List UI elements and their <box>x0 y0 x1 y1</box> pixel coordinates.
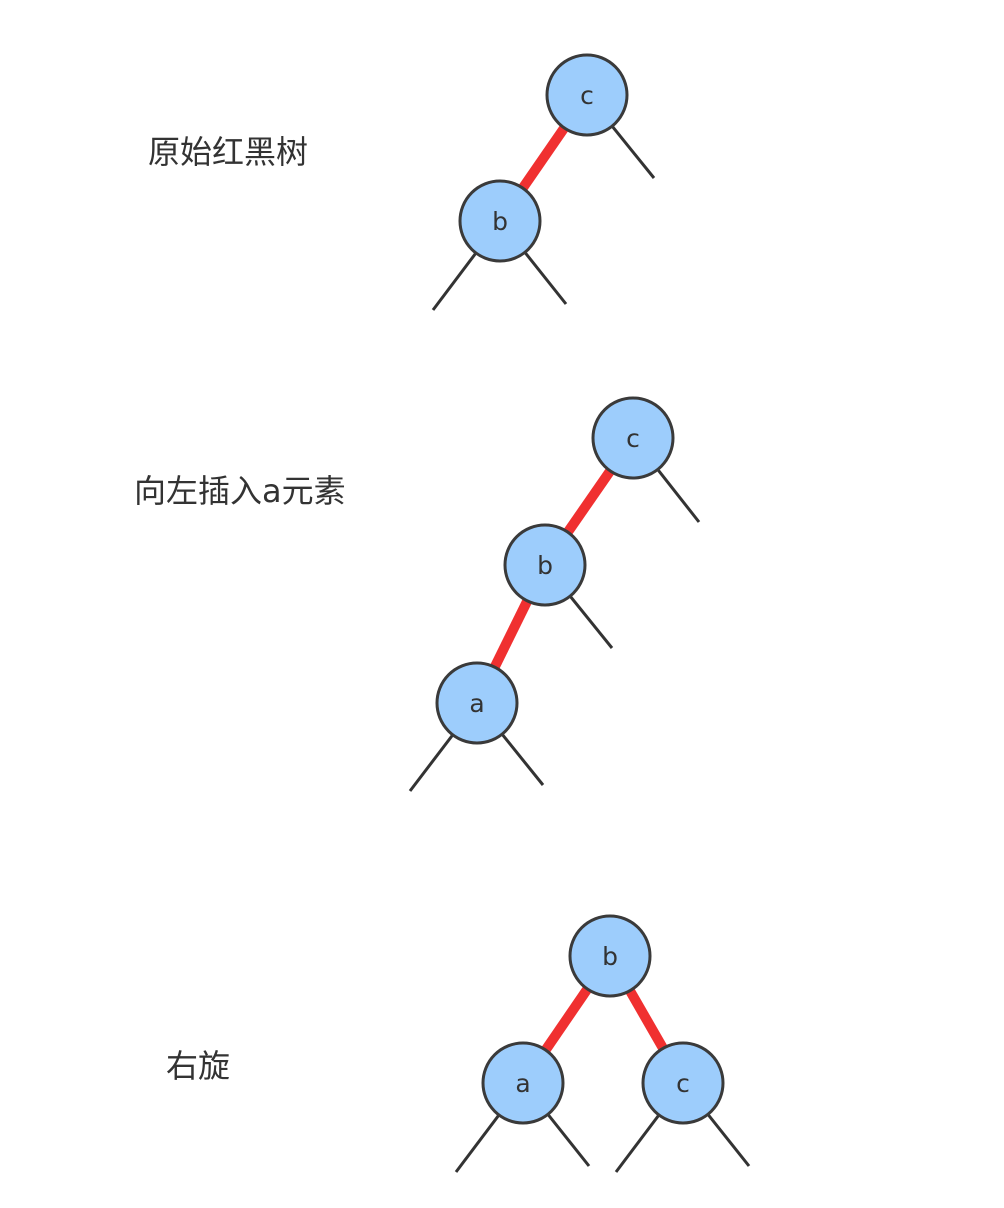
tree-node-label-b: b <box>602 942 618 971</box>
tree-node-label-c: c <box>676 1069 690 1098</box>
tree-node-c <box>641 1041 725 1125</box>
tree-node-label-a: a <box>515 1069 530 1098</box>
stage-caption-right-rotate: 右旋 <box>166 1047 231 1085</box>
tree-node-b <box>503 523 587 607</box>
tree-node-label-b: b <box>492 207 508 236</box>
tree-node-a <box>481 1041 565 1125</box>
tree-node-a <box>435 661 519 745</box>
tree-node-b <box>568 914 652 998</box>
tree-node-label-a: a <box>469 689 484 718</box>
tree-node-label-c: c <box>626 424 640 453</box>
tree-stage-1: c b a <box>408 396 701 792</box>
tree-node-c <box>591 396 675 480</box>
stage-caption-original: 原始红黑树 <box>148 133 309 171</box>
stage-caption-insert-left: 向左插入a元素 <box>134 472 346 510</box>
tree-node-label-c: c <box>580 81 594 110</box>
tree-stage-2: b a c <box>454 914 751 1173</box>
tree-stage-0: cb <box>431 53 656 311</box>
tree-node-c <box>545 53 629 137</box>
tree-node-b <box>458 179 542 263</box>
tree-node-label-b: b <box>537 551 553 580</box>
